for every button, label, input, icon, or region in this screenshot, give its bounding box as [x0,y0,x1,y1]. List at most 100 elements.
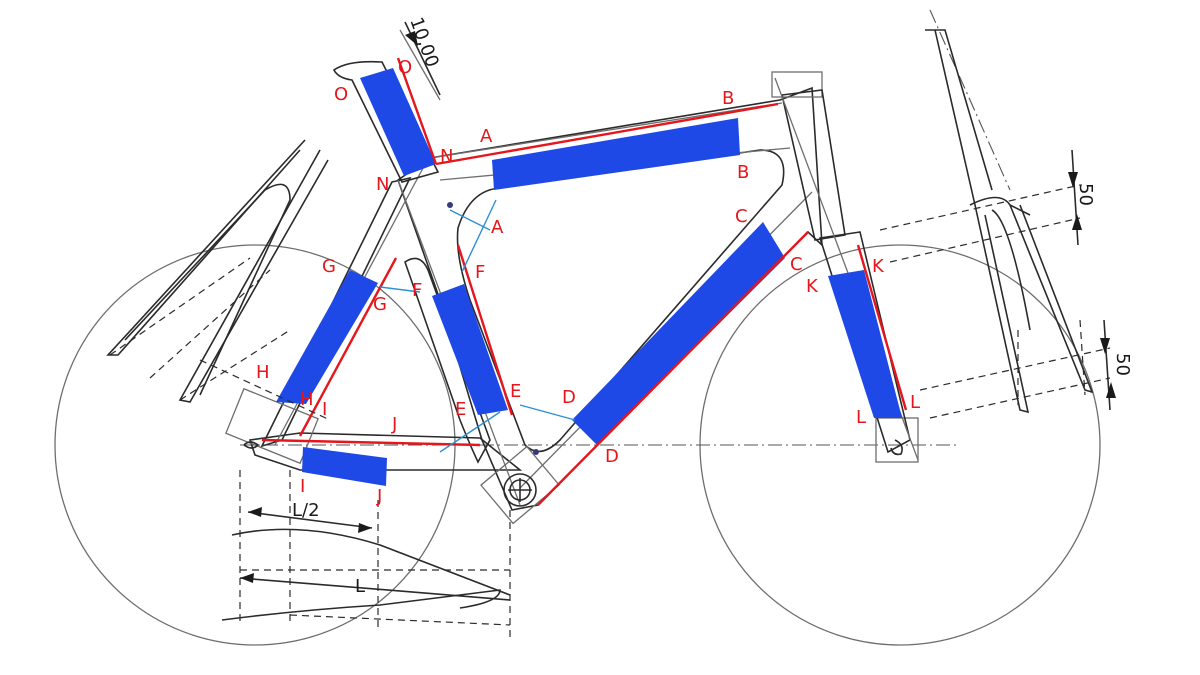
cs-l-line [239,577,511,601]
fork-dim-upper-arrow-top [1068,172,1078,188]
label-h-right: H [300,389,314,410]
ref-chain-stay [261,438,481,447]
cs-l2-arrow-left [248,507,262,517]
measure-zones [276,68,902,486]
reference-lines [261,57,908,506]
label-o-left: O [334,84,348,105]
label-d-upper: D [562,387,576,408]
label-n-upper: N [440,146,453,167]
label-l-left: L [856,407,866,428]
label-i-upper: I [322,399,327,420]
label-c-upper: C [735,206,748,227]
fork-front-blade-r [1009,204,1094,394]
guide-e [439,411,501,453]
fork-front-view [879,9,1111,419]
stay-top-dash-2 [149,269,271,379]
label-e-upper: E [510,381,521,402]
stay-top-y [199,183,291,396]
construction-lines [274,71,919,525]
chainstay-top-view [221,470,511,640]
label-n-lower: N [376,174,389,195]
label-b-upper: B [722,88,734,109]
dim-fork-upper: 50 [1075,183,1096,206]
point-labels: O O N N A A B B C C K K L L F F G G E E … [256,57,920,507]
label-f-upper: F [475,262,485,283]
ref-seat-tube [456,244,514,416]
cs-top-lower [221,589,501,621]
seatpost-outline [332,60,440,183]
label-e-lower: E [455,399,466,420]
cs-dash-b [289,614,511,626]
fork-dim-upper-arrow-bot [1072,214,1082,230]
cs-dim-arrows [240,507,372,583]
bb-outer [503,473,537,507]
cs-top-upper [231,528,511,596]
label-l-right: L [910,392,920,413]
guide-g [379,286,421,293]
fork-front-crown [969,196,1031,216]
label-g-lower: G [373,294,387,315]
fork-dim-arrows [1068,149,1116,411]
guide-d [519,404,576,421]
ref-fork [856,244,908,411]
seat-tube-inner [404,257,491,464]
label-i-lower: I [300,476,305,497]
stay-top-y2 [124,189,266,341]
cs-l-arrow-left [240,573,254,583]
fork-dash-6 [1079,319,1086,396]
fork-dropout-box [875,417,919,463]
ref-top-tube [435,102,779,166]
label-d-lower: D [605,446,619,467]
cs-l2-line [247,511,373,529]
dim-half-length: L/2 [292,500,320,521]
seatpost-dim-arrows [404,21,441,96]
stay-top-outer [106,139,306,356]
fork-dash-2 [889,217,1081,263]
label-k-right: K [872,256,885,277]
label-j-lower: J [376,486,382,507]
ref-down-tube [537,231,809,506]
label-c-lower: C [790,254,803,275]
label-a-lower: A [491,217,504,238]
zone-f-e [432,284,508,415]
ref-seatpost [396,57,438,165]
bottom-bracket [447,202,539,507]
seatpost [332,29,441,183]
zone-o-n [360,68,436,176]
label-a-upper: A [480,126,493,147]
fork-dim-lower-arrow-bot [1106,382,1116,398]
fork-front-axis [929,9,1011,191]
fork-dash-4 [929,377,1111,419]
fork-front-steer-r [934,29,976,206]
dim-length: L [355,576,365,597]
fork-dash-1 [879,184,1081,231]
frame-inner [456,149,785,453]
chain-stay-outline [248,432,523,471]
zone-k-l [828,270,902,418]
fork-front-steer-l [925,29,993,191]
guide-a2 [461,199,497,273]
label-k-left: K [806,276,819,297]
label-j-upper: J [391,414,397,435]
zone-c-d [572,222,785,445]
seatpost-center [399,29,441,101]
fork-front-blade-r2 [991,209,1031,331]
stay-top-dash-3 [179,329,291,401]
seat-cluster-dot [447,202,453,208]
sp-dim-arrow [405,31,418,46]
cs-l2-arrow-right [358,523,372,533]
stay-top-dash-1 [109,257,251,356]
rear-dropout [243,441,260,449]
stay-top-view [106,139,331,421]
fork-front-blade-l [974,204,1030,414]
stay-top-inner [178,149,329,403]
bottom-bracket-box [480,445,560,525]
label-g-upper: G [322,256,336,277]
label-o-right: O [398,57,412,78]
zone-i-j [302,447,387,486]
fork-tip [890,439,903,456]
dim-fork-lower: 50 [1112,353,1133,376]
label-b-lower: B [737,162,749,183]
guide-lines [379,199,576,453]
